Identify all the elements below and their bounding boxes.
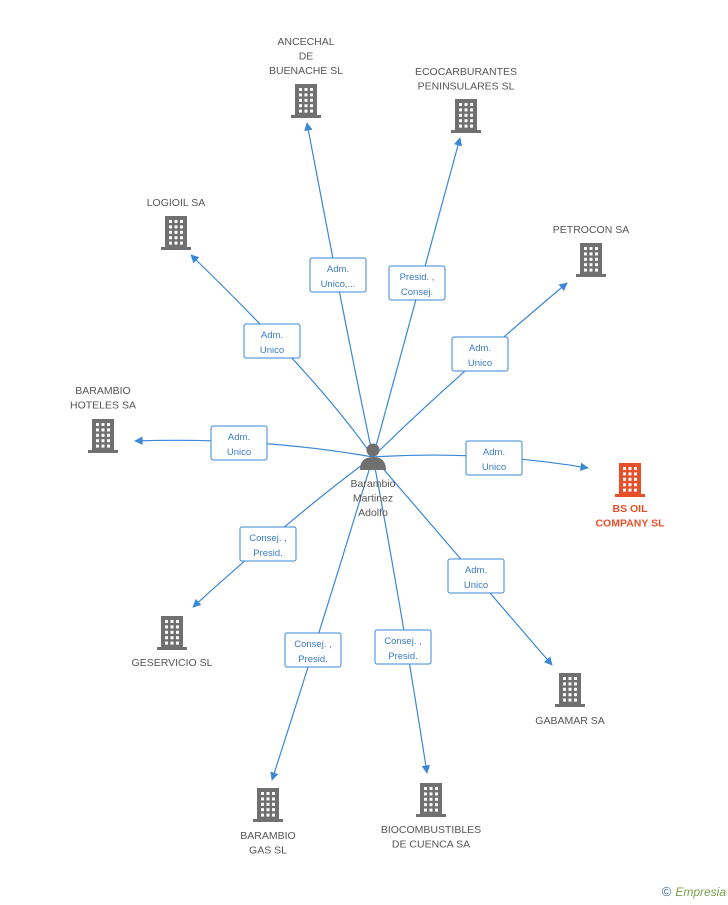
copyright-icon: © (661, 884, 672, 899)
company-name: GESERVICIO SL (132, 657, 213, 669)
company-node-barambio-gas[interactable]: BARAMBIO GAS SL (240, 788, 296, 857)
company-node-geservicio[interactable]: GESERVICIO SL (132, 616, 213, 669)
edge-geservicio (192, 456, 374, 608)
role-box (388, 265, 446, 301)
role-box (309, 257, 367, 293)
company-name: PENINSULARES SL (418, 81, 515, 93)
role-text: Unico (468, 358, 492, 369)
role-text: Unico (464, 580, 488, 591)
role-box (210, 425, 268, 461)
role-box (374, 629, 432, 665)
role-text: Adm. (228, 432, 250, 443)
role-text: Unico (260, 345, 284, 356)
nodes-layer: ANCECHAL DE BUENACHE SL ECOCARBURANTES PENIN… (70, 36, 665, 857)
company-node-ancechal[interactable]: ANCECHAL DE BUENACHE SL (269, 36, 343, 118)
company-node-biocombustibles[interactable]: BIOCOMBUSTIBLES DE CUENCA SA (381, 783, 481, 851)
role-label-gabamar[interactable]: Adm. Unico (447, 558, 505, 594)
role-label-barambio-gas[interactable]: Consej. , Presid. (284, 632, 342, 668)
role-label-ecocarburantes[interactable]: Presid. , Consej. (388, 265, 446, 301)
role-box (451, 336, 509, 372)
role-text: Consej. , (249, 533, 287, 544)
role-text: Consej. , (294, 639, 332, 650)
company-node-petrocon[interactable]: PETROCON SA (553, 224, 629, 277)
company-name: GAS SL (249, 845, 287, 857)
role-box (447, 558, 505, 594)
role-text: Adm. (469, 343, 491, 354)
role-label-geservicio[interactable]: Consej. , Presid. (239, 526, 297, 562)
role-text: Unico (227, 447, 251, 458)
company-name: BARAMBIO (240, 830, 295, 842)
company-name: DE CUENCA SA (392, 839, 470, 851)
role-text: Adm. (483, 447, 505, 458)
company-node-ecocarburantes[interactable]: ECOCARBURANTES PENINSULARES SL (415, 66, 517, 133)
building-icon (555, 673, 585, 707)
company-name: ECOCARBURANTES (415, 66, 517, 78)
role-label-bs-oil[interactable]: Adm. Unico (465, 440, 523, 476)
role-label-biocombustibles[interactable]: Consej. , Presid. (374, 629, 432, 665)
company-name: HOTELES SA (70, 400, 136, 412)
role-label-barambio-hoteles[interactable]: Adm. Unico (210, 425, 268, 461)
building-icon (88, 419, 118, 453)
building-icon (615, 463, 645, 497)
company-name: DE (299, 51, 314, 63)
edge-ecocarburantes (372, 137, 463, 458)
role-text: Unico,... (321, 279, 356, 290)
person-icon (360, 443, 386, 470)
edge-biocombustibles (372, 456, 430, 774)
role-text: Presid. , (400, 272, 435, 283)
building-icon (576, 243, 606, 277)
edge-petrocon (372, 282, 568, 458)
building-icon (291, 84, 321, 118)
role-text: Consej. (401, 287, 433, 298)
role-box (239, 526, 297, 562)
company-name: BUENACHE SL (269, 65, 343, 77)
company-node-bs-oil[interactable]: BS OIL COMPANY SL (595, 463, 665, 530)
role-box (243, 323, 301, 359)
role-text: Presid. (298, 654, 328, 665)
role-label-logioil[interactable]: Adm. Unico (243, 323, 301, 359)
role-text: Presid. (253, 548, 283, 559)
role-text: Consej. , (384, 636, 422, 647)
company-name: LOGIOIL SA (147, 197, 206, 209)
company-name: PETROCON SA (553, 224, 629, 236)
company-node-barambio-hoteles[interactable]: BARAMBIO HOTELES SA (70, 385, 136, 453)
person-name: Martinez (353, 493, 393, 505)
company-name: GABAMAR SA (535, 715, 604, 727)
role-text: Adm. (327, 264, 349, 275)
building-icon (161, 216, 191, 250)
company-name: COMPANY SL (595, 518, 665, 530)
company-name: BIOCOMBUSTIBLES (381, 824, 481, 836)
role-box (284, 632, 342, 668)
company-name: BARAMBIO (75, 385, 130, 397)
role-box (465, 440, 523, 476)
building-icon (253, 788, 283, 822)
building-icon (451, 99, 481, 133)
company-node-gabamar[interactable]: GABAMAR SA (535, 673, 605, 727)
edge-logioil (190, 254, 374, 458)
role-label-ancechal[interactable]: Adm. Unico,... (309, 257, 367, 293)
role-text: Presid. (388, 651, 418, 662)
building-icon (157, 616, 187, 650)
brand-name: Empresia (675, 885, 726, 899)
person-name: Adolfo (358, 507, 388, 519)
footer-brand[interactable]: ©Empresia (662, 884, 726, 899)
edge-ancechal (304, 122, 374, 458)
role-label-petrocon[interactable]: Adm. Unico (451, 336, 509, 372)
company-node-logioil[interactable]: LOGIOIL SA (147, 197, 206, 250)
role-text: Unico (482, 462, 506, 473)
building-icon (416, 783, 446, 817)
company-name: ANCECHAL (277, 36, 334, 48)
role-text: Adm. (465, 565, 487, 576)
person-name: Barambio (351, 478, 396, 490)
company-name: BS OIL (612, 503, 648, 515)
role-text: Adm. (261, 330, 283, 341)
edge-barambio-gas (270, 456, 374, 781)
